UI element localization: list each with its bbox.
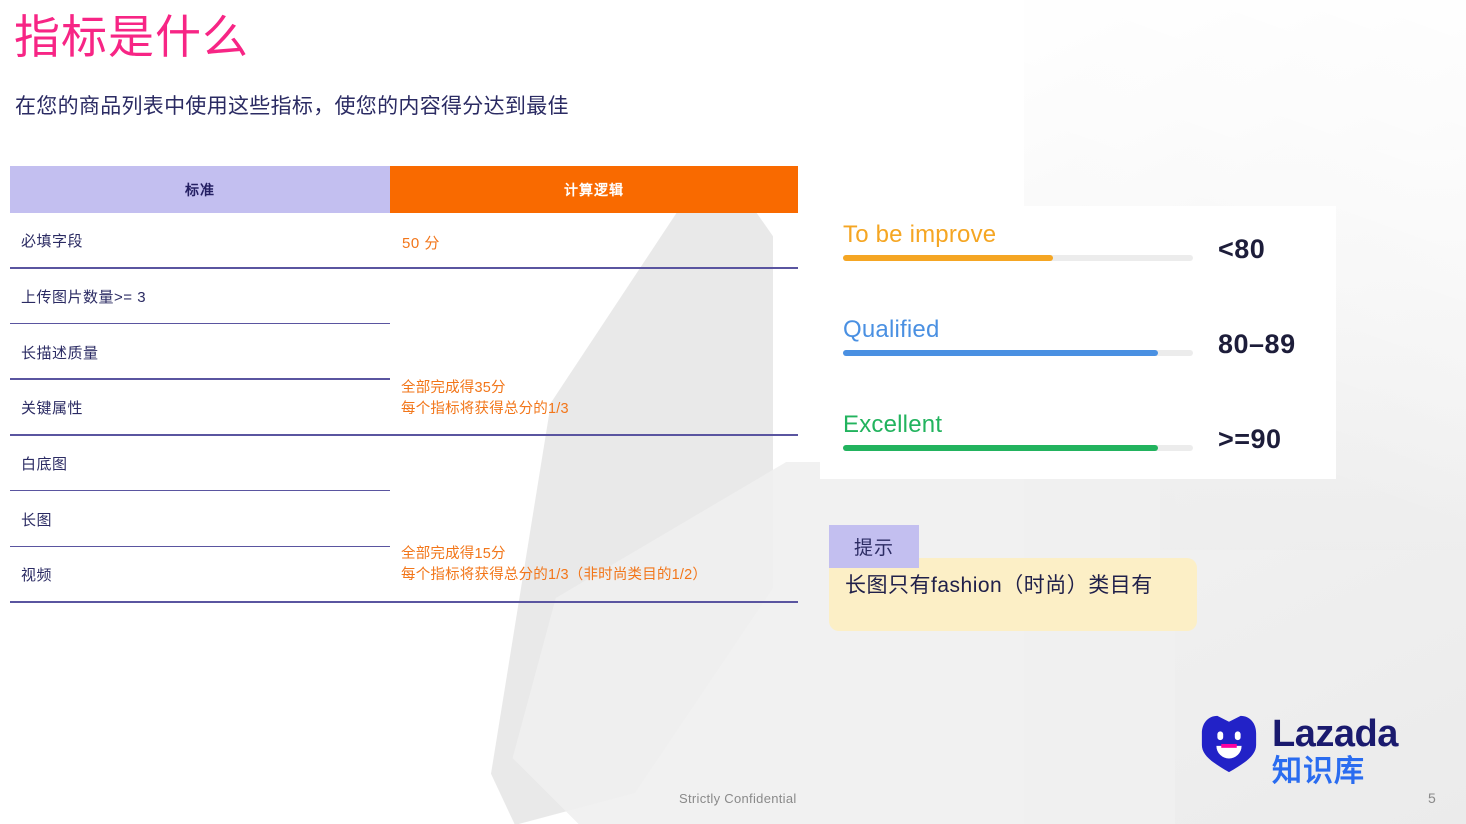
criteria-label: 视频 [21, 567, 53, 585]
table-row: 必填字段 [10, 213, 798, 269]
score-legend-item-qualified: Qualified 80–89 [843, 315, 1313, 410]
score-bar-fill [843, 350, 1158, 356]
logic-note-line2: 每个指标将获得总分的1/3（非时尚类目的1/2） [401, 567, 708, 583]
logo-text-block: Lazada 知识库 [1272, 715, 1398, 789]
page-title: 指标是什么 [14, 11, 249, 63]
score-range: 80–89 [1218, 329, 1296, 359]
lazada-logo: Lazada 知识库 [1198, 712, 1398, 789]
table-row: 视频 [10, 547, 798, 603]
logo-subtitle: 知识库 [1272, 755, 1365, 788]
logic-note-line2: 每个指标将获得总分的1/3 [401, 401, 569, 417]
score-legend-item-excellent: Excellent >=90 [843, 410, 1313, 505]
lazada-heart-icon [1201, 715, 1257, 773]
logic-note-score-50: 50 分 [402, 235, 440, 252]
score-range: <80 [1218, 234, 1266, 264]
score-legend-item-to-be-improve: To be improve <80 [843, 220, 1313, 315]
page-subtitle: 在您的商品列表中使用这些指标，使您的内容得分达到最佳 [15, 95, 569, 118]
table-body: 必填字段 上传图片数量>= 3 长描述质量 关键属性 白底图 长图 视频 50 … [10, 213, 798, 603]
table-row: 上传图片数量>= 3 [10, 269, 798, 325]
logic-note-35: 全部完成得35分 每个指标将获得总分的1/3 [401, 378, 569, 420]
logic-note-line1: 全部完成得35分 [401, 380, 506, 396]
score-bar [843, 255, 1193, 261]
score-bar [843, 445, 1193, 451]
score-legend: To be improve <80 Qualified 80–89 Excell… [843, 220, 1313, 505]
table-row: 长描述质量 [10, 324, 798, 380]
table-header-row: 标准 计算逻辑 [10, 166, 798, 213]
logic-note-line1: 全部完成得15分 [401, 546, 506, 562]
criteria-table: 标准 计算逻辑 必填字段 上传图片数量>= 3 长描述质量 关键属性 白底图 长… [10, 166, 798, 603]
criteria-label: 长图 [21, 511, 53, 529]
tip-badge: 提示 [829, 525, 919, 568]
table-header-logic: 计算逻辑 [390, 166, 798, 213]
table-row: 关键属性 [10, 380, 798, 436]
table-row: 长图 [10, 491, 798, 547]
score-bar-fill [843, 445, 1158, 451]
logo-wordmark: Lazada [1272, 713, 1398, 755]
criteria-label: 白底图 [21, 456, 68, 474]
criteria-label: 长描述质量 [21, 344, 99, 362]
confidential-note: Strictly Confidential [679, 791, 797, 806]
score-range: >=90 [1218, 424, 1282, 454]
tip-text: 长图只有fashion（时尚）类目有 [829, 558, 1197, 631]
score-bar-fill [843, 255, 1053, 261]
criteria-label: 上传图片数量>= 3 [21, 289, 147, 307]
table-header-criteria: 标准 [10, 166, 390, 213]
score-bar [843, 350, 1193, 356]
table-row: 白底图 [10, 436, 798, 492]
page-number: 5 [1428, 790, 1436, 806]
logic-note-15: 全部完成得15分 每个指标将获得总分的1/3（非时尚类目的1/2） [401, 544, 707, 586]
criteria-label: 必填字段 [21, 233, 84, 251]
criteria-label: 关键属性 [21, 400, 84, 418]
